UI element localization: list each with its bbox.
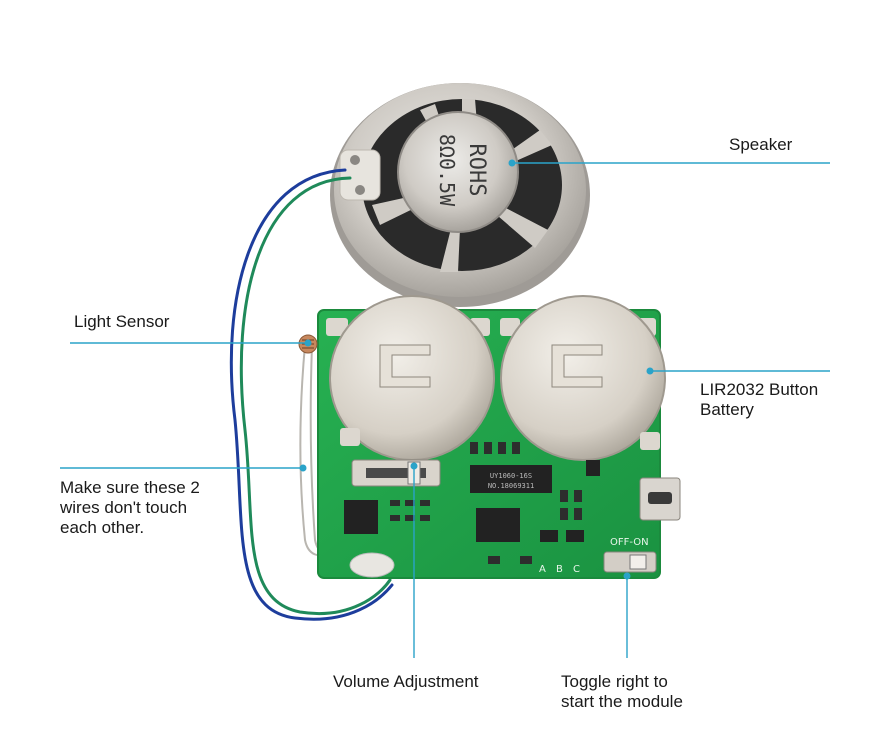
pcb-board: UY1060-16S NO.18069311 OFF-ON A B C (317, 295, 681, 579)
pin-label-b: B (556, 564, 563, 575)
pin-label-a: A (539, 564, 546, 575)
speaker: ROHS 8Ω0.5W (330, 83, 590, 307)
speaker-marking-rating: 8Ω0.5W (435, 134, 459, 207)
callout-lines (60, 159, 830, 658)
label-wires-note: Make sure these 2 wires don't touch each… (60, 478, 200, 537)
pin-label-c: C (573, 564, 580, 575)
label-battery: LIR2032 Button Battery (700, 380, 819, 419)
label-volume: Volume Adjustment (333, 672, 479, 691)
chip-marking: UY1060-16S (490, 472, 532, 480)
speaker-marking-rohs: ROHS (464, 144, 489, 197)
label-speaker: Speaker (729, 135, 793, 154)
switch-marking: OFF-ON (610, 537, 649, 548)
label-toggle: Toggle right to start the module (561, 672, 683, 711)
label-light-sensor: Light Sensor (74, 312, 170, 331)
chip-marking-sub: NO.18069311 (488, 482, 534, 490)
